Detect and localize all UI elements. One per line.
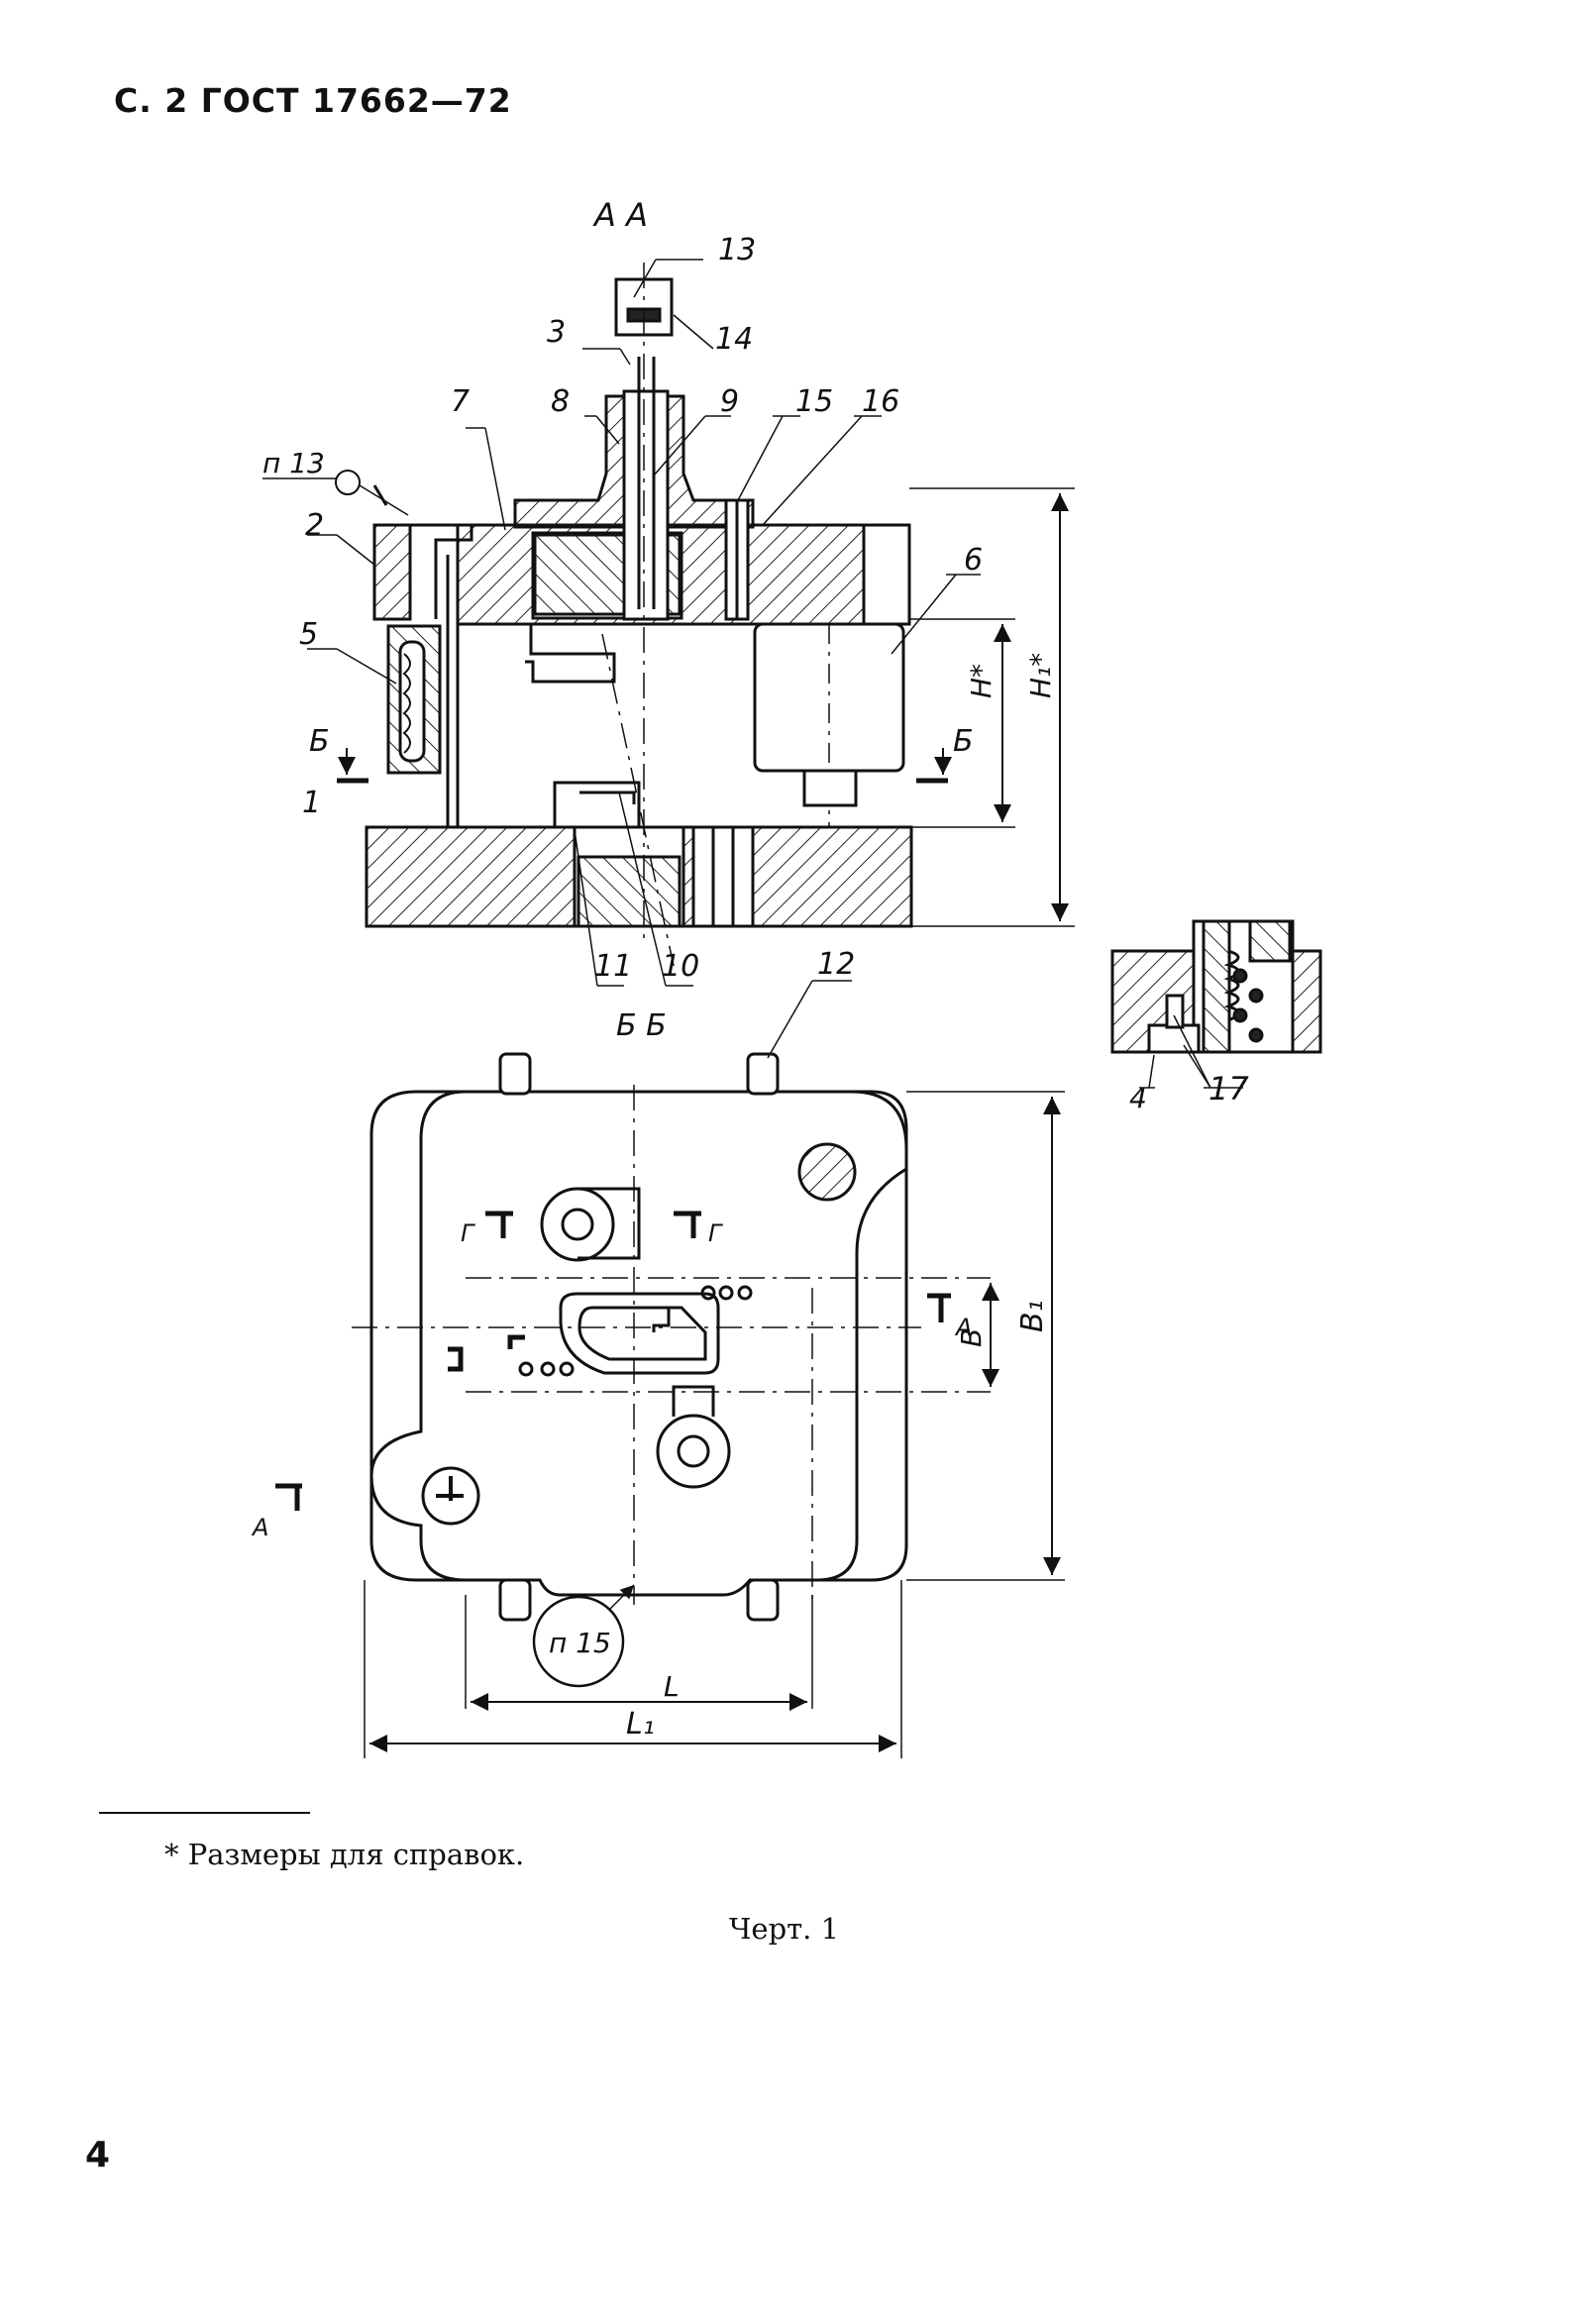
dim-B: В: [955, 1328, 988, 1347]
label-3: 3: [547, 315, 566, 350]
dim-H: H*: [965, 664, 998, 698]
dim-H1: H₁*: [1024, 653, 1057, 698]
label-5: 5: [299, 617, 318, 652]
mark-a-right: А: [954, 1314, 972, 1341]
left-bracket-2: [372, 523, 412, 621]
label-2: 2: [305, 508, 324, 543]
figure-caption: Черт. 1: [729, 1912, 840, 1946]
section-a-a: [262, 259, 1075, 987]
label-14: 14: [715, 322, 753, 357]
mark-b-bottom: Б Б: [616, 1008, 667, 1043]
mark-a-left: А: [251, 1514, 268, 1541]
dim-B1: В₁: [1015, 1300, 1050, 1332]
label-8: 8: [551, 384, 570, 419]
label-4: 4: [1129, 1082, 1147, 1114]
page-header: С. 2 ГОСТ 17662—72: [114, 81, 512, 120]
label-7: 7: [451, 384, 470, 419]
label-1: 1: [302, 786, 321, 820]
mark-g-left: Г: [461, 1219, 475, 1247]
section-title: А А: [592, 196, 648, 234]
footnote-rule: [99, 1812, 310, 1814]
label-12: 12: [817, 947, 855, 982]
label-17: 17: [1208, 1070, 1249, 1108]
detail-view: [1110, 919, 1322, 1089]
mark-g-right: Г: [708, 1219, 723, 1247]
page-number: 4: [85, 2135, 111, 2175]
dim-L1: L₁: [626, 1707, 655, 1742]
mark-b-left: Б: [309, 724, 330, 759]
plan-view: [275, 980, 1065, 1758]
label-13: 13: [718, 233, 756, 267]
label-16: 16: [862, 384, 899, 419]
label-10: 10: [662, 949, 699, 984]
dim-L: L: [664, 1670, 680, 1703]
upper-plate: [456, 523, 911, 626]
callout-n15: п 15: [549, 1627, 611, 1659]
label-15: 15: [795, 384, 833, 419]
callout-n13: п 13: [262, 447, 325, 479]
label-9: 9: [720, 384, 739, 419]
label-6: 6: [964, 543, 983, 578]
label-11: 11: [594, 949, 632, 984]
footnote: * Размеры для справок.: [164, 1838, 525, 1871]
mark-b-right: Б: [953, 724, 974, 759]
